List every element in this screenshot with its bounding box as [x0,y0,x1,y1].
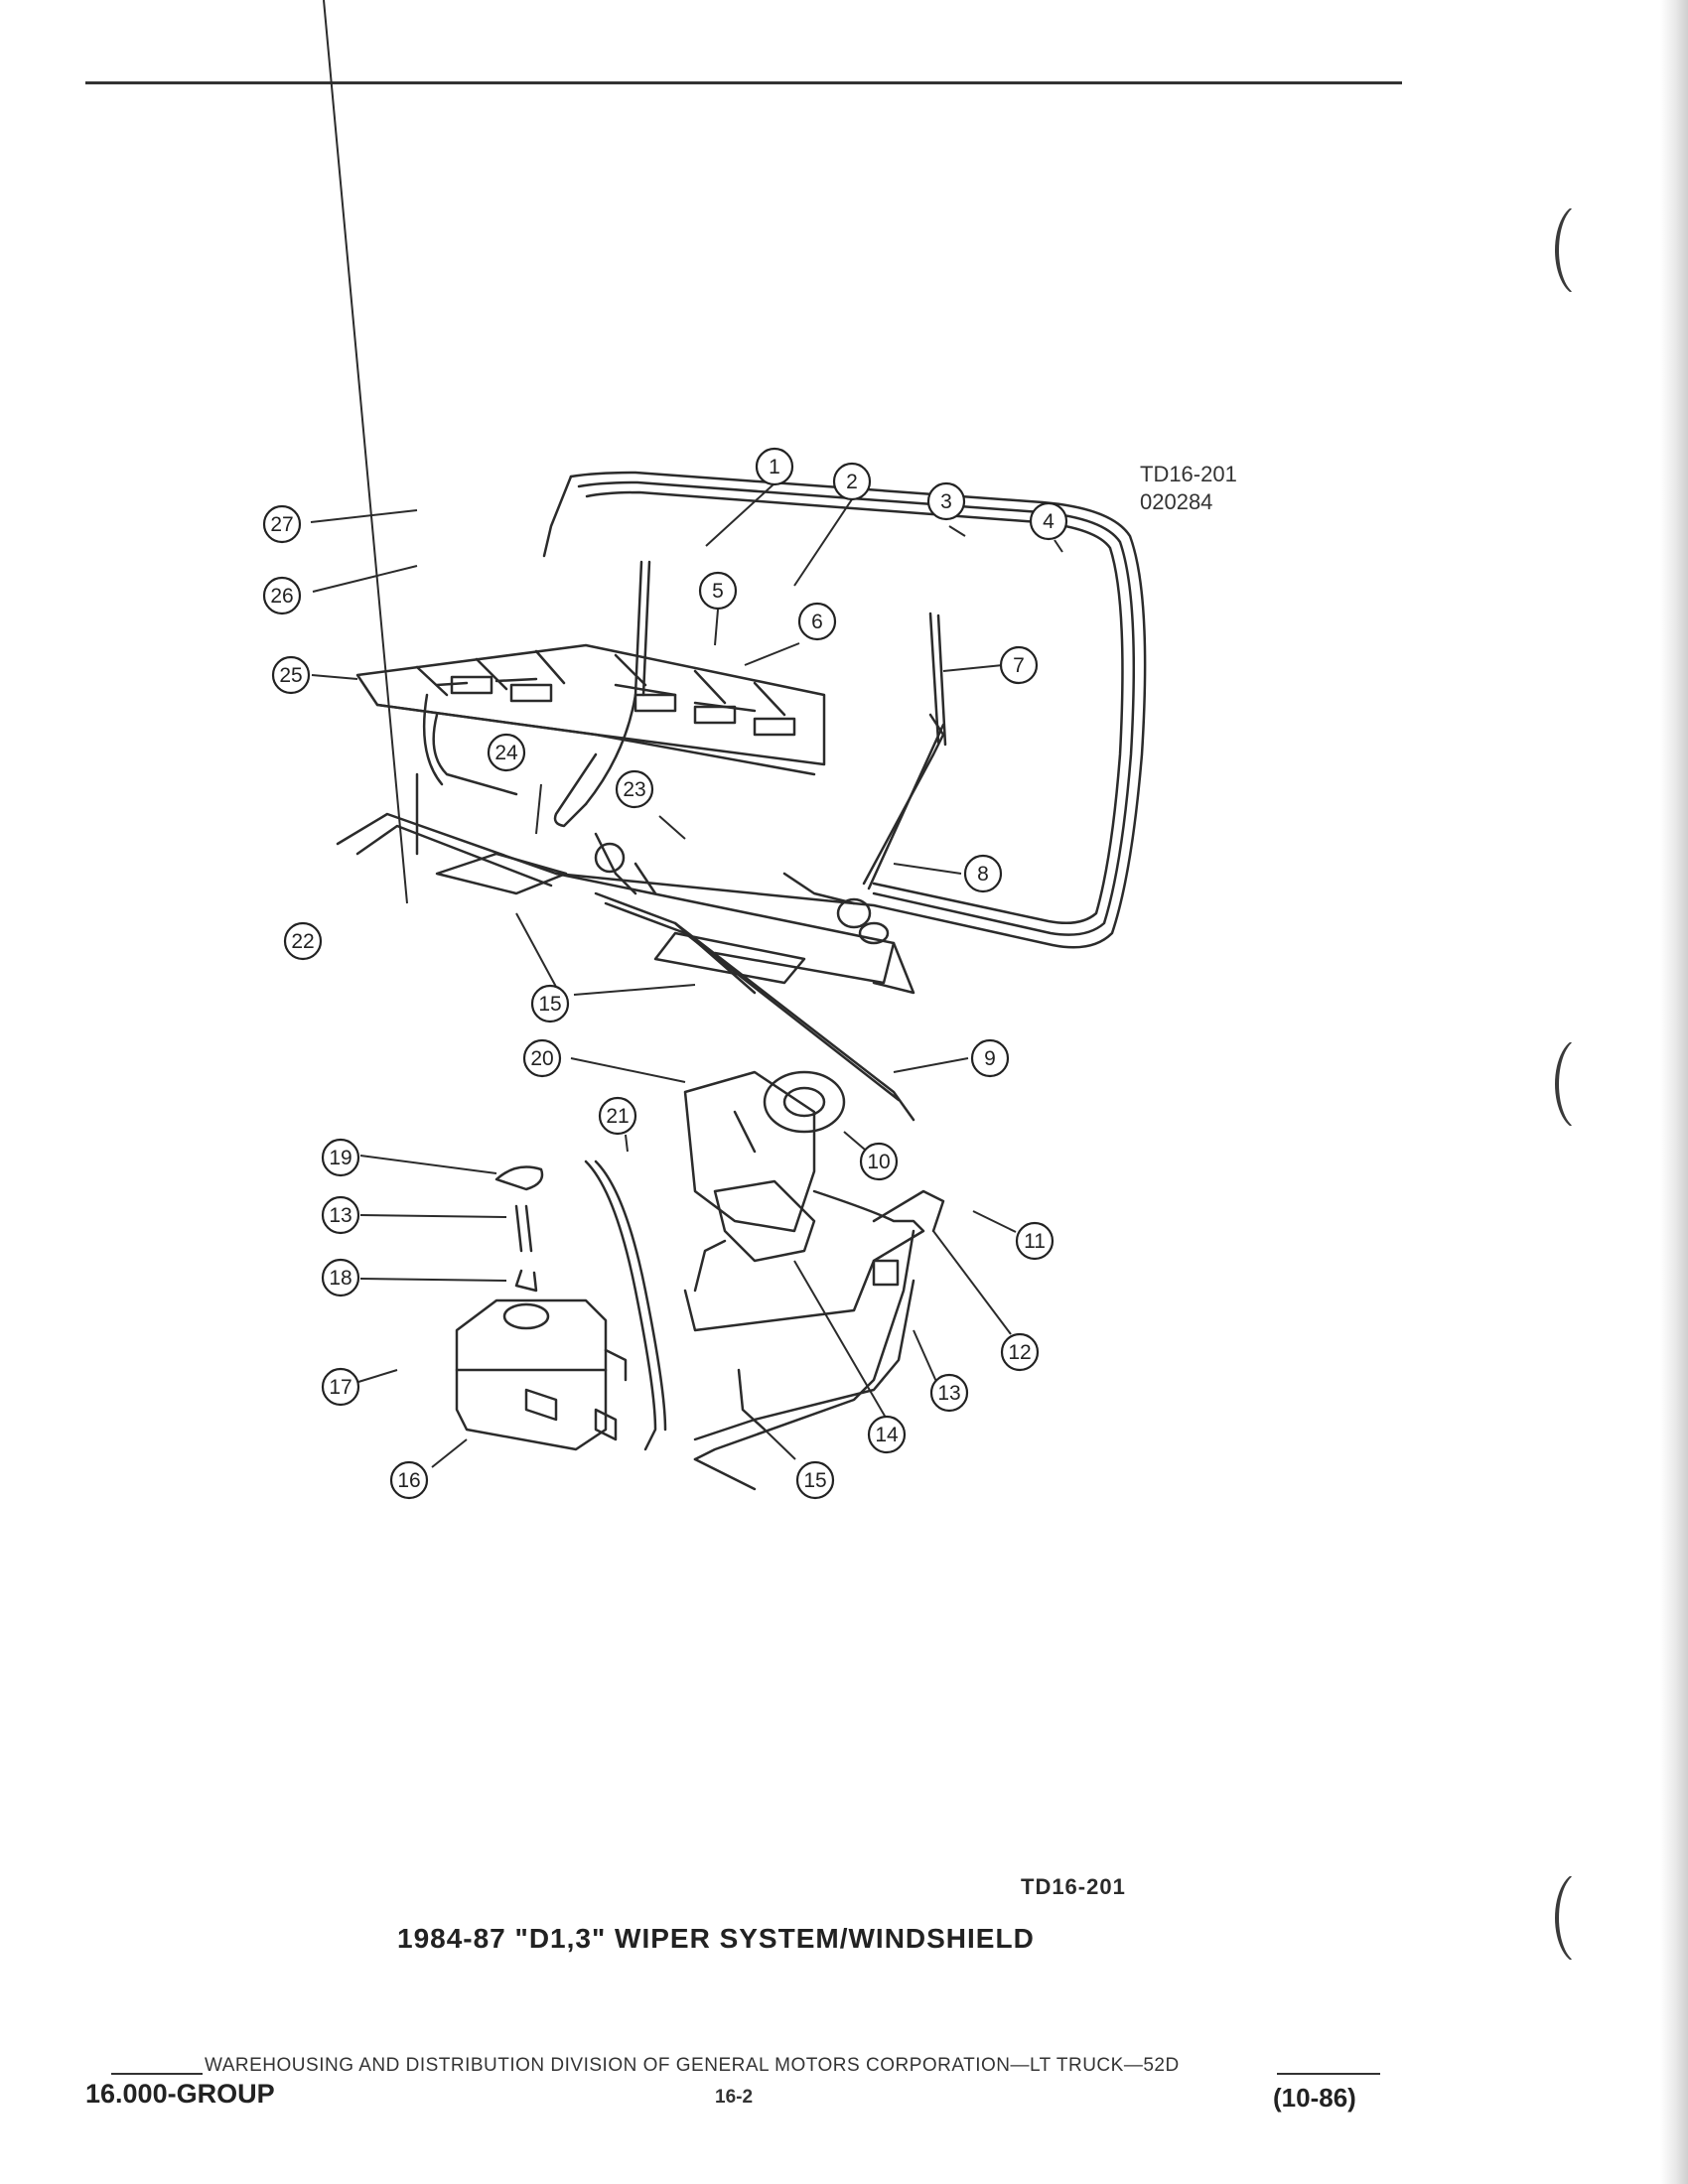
caption-code: TD16-201 [1021,1874,1126,1899]
callout-10: 10 [867,1151,890,1173]
callout-15-upper: 15 [538,993,561,1016]
caption-title: 1984-87 "D1,3" WIPER SYSTEM/WINDSHIELD [397,1923,1035,1954]
callout-16: 16 [397,1469,420,1492]
footer-rule-left [111,2073,203,2075]
callout-19: 19 [329,1147,352,1169]
callout-20: 20 [530,1047,553,1070]
callout-5: 5 [712,580,724,603]
left-wiper [553,560,651,828]
footer-revision-date: (10-86) [1273,2083,1356,2113]
reservoir-cap-assembly [494,1165,544,1293]
callout-1: 1 [769,456,780,478]
callout-11: 11 [1024,1230,1046,1253]
figure-code: TD16-201 [1140,462,1237,486]
windshield-glass [422,471,1147,949]
right-wiper [836,612,947,945]
callout-17: 17 [329,1376,352,1399]
callout-24: 24 [494,742,518,764]
callout-2: 2 [846,471,858,493]
footer-group: 16.000-GROUP [85,2079,275,2109]
page-edge-shadow [1660,0,1688,2184]
washer-pump-harness [683,1189,945,1461]
wiper-motor [683,1070,846,1263]
wiper-transmission [594,832,915,1122]
callout-7: 7 [1013,654,1025,677]
footer-rule-right [1277,2073,1380,2075]
callout-leaders [310,0,1063,1468]
callout-15: 15 [803,1469,826,1492]
callout-4: 4 [1043,510,1055,533]
footer-page-number: 16-2 [715,2087,754,2108]
callout-12: 12 [1008,1341,1031,1364]
callout-6: 6 [811,611,823,633]
figure-date-code: 020284 [1140,489,1213,514]
callout-23: 23 [623,778,645,801]
callout-9: 9 [984,1047,996,1070]
callout-22: 22 [291,930,314,953]
callout-8: 8 [977,863,989,886]
callout-circles [262,447,1068,1500]
callout-27: 27 [270,513,293,536]
cowl-vent-panel [355,643,826,776]
callout-25: 25 [279,664,302,687]
punch-hole-bottom [1555,1872,1605,1964]
callout-13: 13 [937,1382,960,1405]
top-rule [85,81,1402,84]
cowl-body [336,772,915,995]
callout-26: 26 [270,585,293,608]
washer-hose [584,1160,915,1451]
callout-18: 18 [329,1267,352,1290]
footer-publisher-line: WAREHOUSING AND DISTRIBUTION DIVISION OF… [205,2055,1180,2076]
callout-labels: 1 2 3 4 5 6 7 8 9 10 11 12 13 14 15 15 1… [270,456,1055,1492]
callout-21: 21 [606,1105,629,1128]
callout-13-left: 13 [329,1204,352,1227]
punch-hole-top [1555,205,1605,296]
hose-clip [693,1368,767,1491]
callout-3: 3 [940,490,952,513]
washer-reservoir [455,1298,628,1451]
figure-code-block: TD16-201 020284 [1140,461,1237,516]
callout-14: 14 [875,1424,899,1446]
punch-hole-middle [1555,1038,1605,1130]
